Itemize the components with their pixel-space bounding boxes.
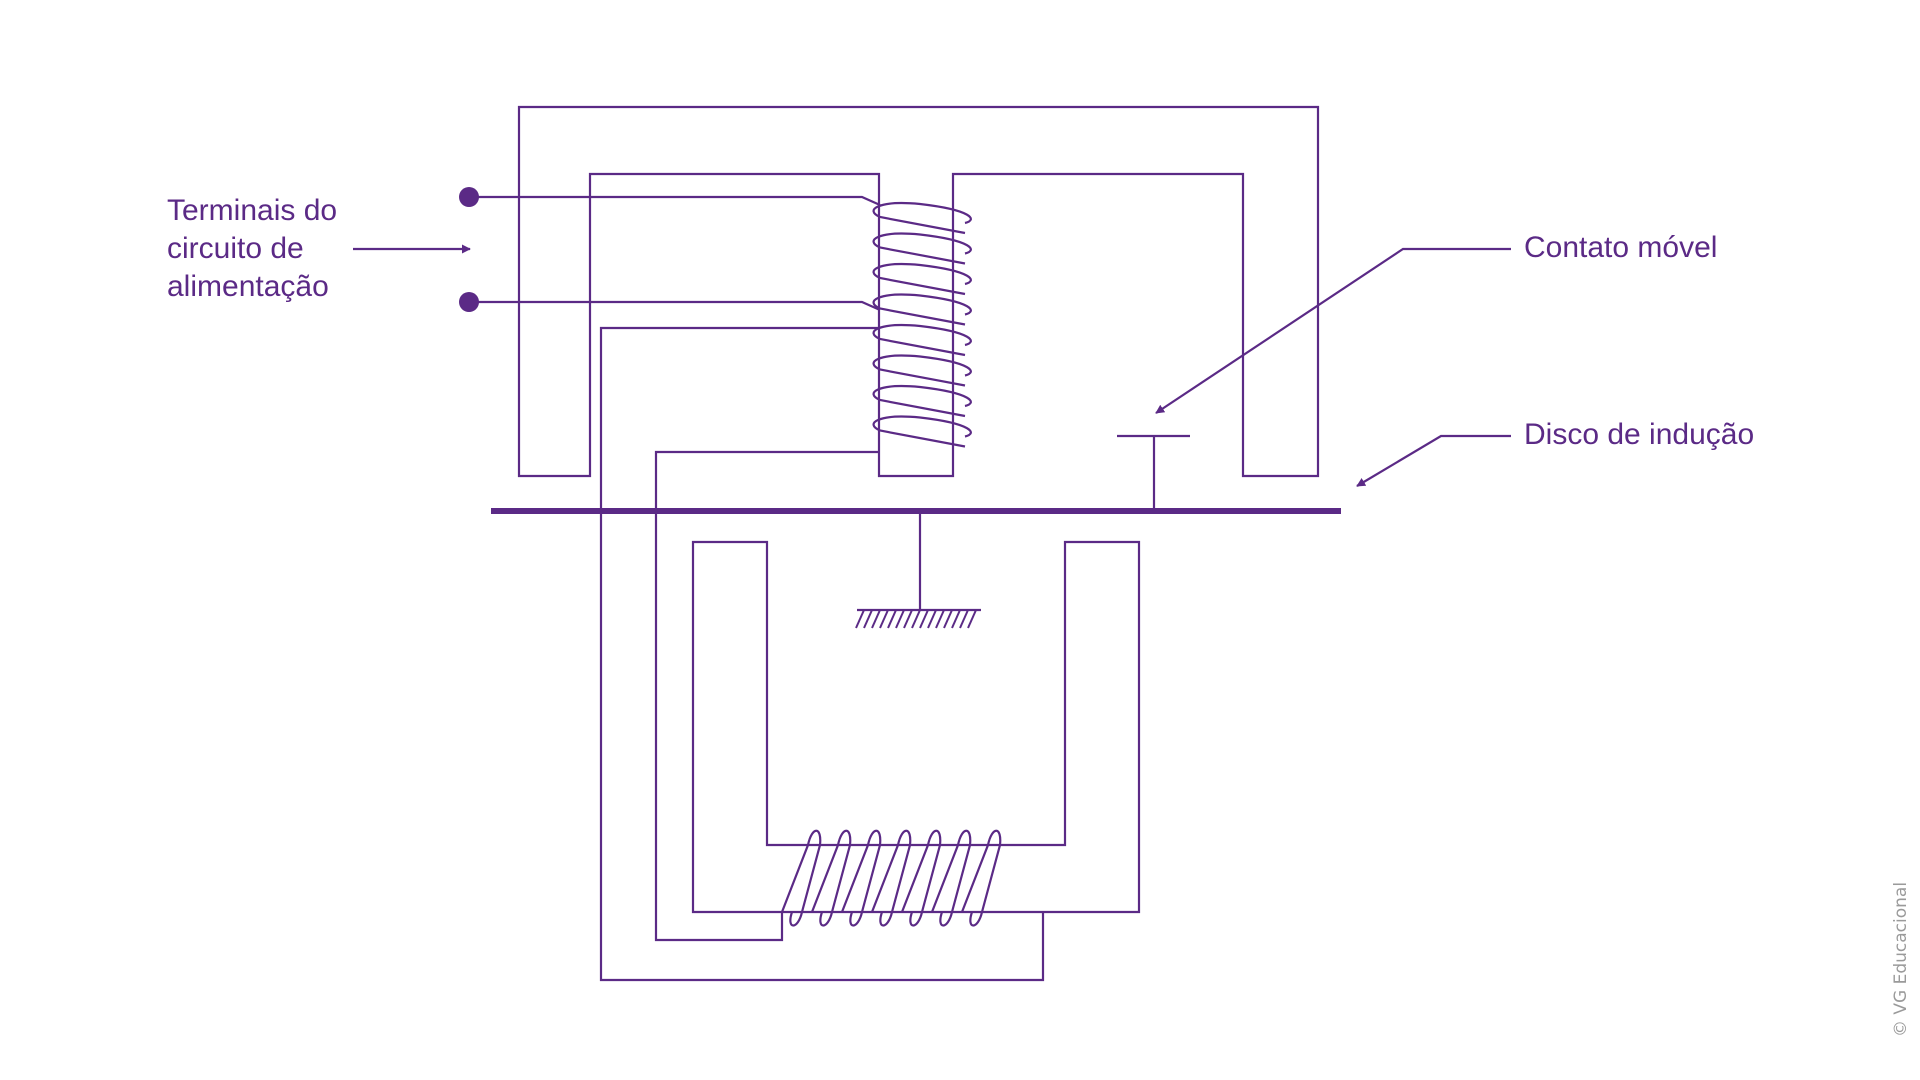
coil-link-outer — [599, 326, 1045, 982]
terminals-label: Terminais do circuito de alimentação — [167, 194, 345, 303]
ground-hatch-mark — [855, 609, 865, 629]
lower-coil-turn — [900, 829, 942, 927]
upper-core — [517, 105, 1320, 478]
ground-hatch-mark — [903, 609, 913, 629]
lower-coil-turn — [810, 829, 852, 927]
ground-hatch-mark — [967, 609, 977, 629]
ground-hatch-mark — [959, 609, 969, 629]
ground-hatch-mark — [927, 609, 937, 629]
upper-coil-turn — [872, 354, 972, 387]
ground-hatch-mark — [951, 609, 961, 629]
lower-coil-turn — [870, 829, 912, 927]
ground-hatch-mark — [879, 609, 889, 629]
ground-hatch — [855, 609, 977, 629]
lower-coil-turn — [780, 829, 822, 927]
terminal-wire-bottom — [469, 300, 881, 312]
ground-hatch-mark — [895, 609, 905, 629]
ground-hatch-mark — [887, 609, 897, 629]
upper-coil-turn — [872, 232, 972, 265]
lower-coil-turn — [960, 829, 1002, 927]
terminals-label-line-1: Terminais do — [167, 194, 337, 227]
upper-coil-turn — [872, 385, 972, 418]
terminals-label-line-3: alimentação — [167, 270, 329, 303]
upper-coil-turn — [872, 263, 972, 296]
induction-disk-arrow — [1356, 434, 1511, 487]
upper-coil — [872, 202, 972, 448]
ground-hatch-mark — [863, 609, 873, 629]
terminals-label-line-2: circuito de — [167, 232, 304, 265]
terminal-wire-top — [469, 195, 881, 207]
lower-core — [691, 540, 1141, 914]
ground-hatch-mark — [919, 609, 929, 629]
upper-coil-turn — [872, 293, 972, 326]
copyright-text: © VG Educacional — [1891, 882, 1911, 1037]
upper-coil-turn — [872, 415, 972, 448]
lower-coil-turn — [930, 829, 972, 927]
induction-disk-label: Disco de indução — [1524, 418, 1754, 451]
lower-coil — [780, 829, 1002, 927]
lower-coil-turn — [840, 829, 882, 927]
upper-coil-turn — [872, 324, 972, 357]
ground-hatch-mark — [943, 609, 953, 629]
ground-hatch-mark — [935, 609, 945, 629]
moving-contact-arrow — [1155, 247, 1511, 414]
upper-coil-turn — [872, 202, 972, 235]
ground-hatch-mark — [911, 609, 921, 629]
moving-contact-label: Contato móvel — [1524, 231, 1717, 264]
coil-link-inner — [654, 450, 879, 942]
ground-hatch-mark — [871, 609, 881, 629]
